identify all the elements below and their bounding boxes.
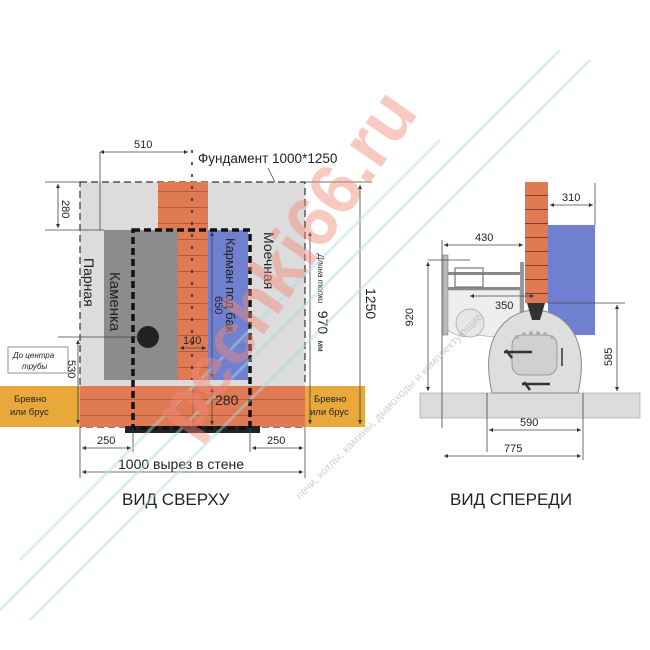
dim-650: 650: [212, 296, 224, 314]
base-slab: [419, 392, 641, 419]
dim-140: 140: [183, 335, 201, 347]
flue-cone-icon: [527, 303, 545, 320]
chimney-brick-top: [158, 182, 208, 230]
dim-1250: 1250: [363, 288, 379, 319]
top-view: 510 280 1250 Длина топки 970 мм 650 140 …: [0, 139, 379, 509]
room-moechnaya: Моечная: [261, 232, 277, 289]
chimney-brick: [525, 182, 548, 303]
partition-brick: [178, 230, 208, 380]
pipe-center-note-box: [7, 346, 69, 374]
rail-post: [520, 262, 524, 312]
dim-775: 775: [504, 443, 522, 455]
timber-left: [0, 386, 80, 427]
rail-top: [448, 272, 523, 275]
dim-585: 585: [603, 348, 615, 366]
dim-430: 430: [475, 232, 493, 244]
dim-280-top: 280: [59, 200, 71, 218]
pipe-center-note-line2: трубы: [22, 362, 47, 371]
vent-holes: [515, 331, 554, 339]
firebox-length-label: Длина топки 970 мм: [314, 253, 331, 352]
heater-drum: [455, 308, 485, 338]
dim-590: 590: [520, 417, 538, 429]
timber-right-line1: Бревно: [314, 394, 346, 405]
top-view-title: ВИД СВЕРХУ: [122, 490, 230, 509]
dim-250-left: 250: [97, 435, 115, 447]
wall-cut-label: 1000 вырез в стене: [118, 456, 244, 472]
foundation-label: Фундамент 1000*1250: [198, 151, 337, 166]
dim-510: 510: [134, 139, 152, 151]
timber-right: [305, 386, 365, 427]
rail-bottom: [448, 287, 523, 290]
dim-250-right: 250: [267, 435, 285, 447]
kamenka-block: [104, 230, 178, 380]
kamenka-label: Каменка: [106, 272, 123, 332]
dim-280-bottom: 280: [215, 392, 239, 408]
ash-door-handle-icon: [522, 381, 550, 391]
pipe-icon: [137, 326, 159, 348]
tank-pocket: [208, 230, 248, 380]
stove-door: [511, 334, 558, 376]
firebox-outline: [131, 228, 252, 430]
timber-left-line1: Бревно: [14, 394, 46, 405]
pipe-center-note-line1: До центра: [12, 351, 55, 360]
rail-box: [454, 267, 484, 288]
timber-left-line2: или брус: [10, 407, 49, 418]
floor-bar: [125, 426, 260, 433]
room-parnaya: Парная: [81, 258, 97, 307]
timber-right-line2: или брус: [310, 407, 349, 418]
door-handle-icon: [504, 349, 532, 359]
dim-310: 310: [562, 192, 580, 204]
dim-920: 920: [404, 308, 416, 326]
front-view: 310 430 350 920 585 590 775 ВИД СПЕРЕДИ: [404, 182, 641, 509]
heat-shield: [442, 254, 449, 336]
tank-pocket-label: Карман под бак: [223, 238, 238, 333]
dim-350: 350: [495, 300, 513, 312]
front-view-title: ВИД СПЕРЕДИ: [450, 490, 572, 509]
